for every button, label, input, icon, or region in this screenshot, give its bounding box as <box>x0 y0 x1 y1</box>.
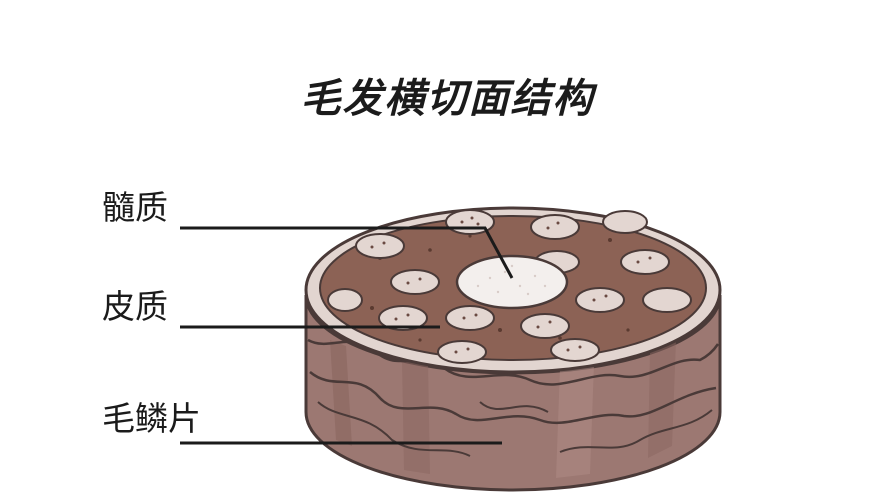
medulla <box>457 256 567 308</box>
